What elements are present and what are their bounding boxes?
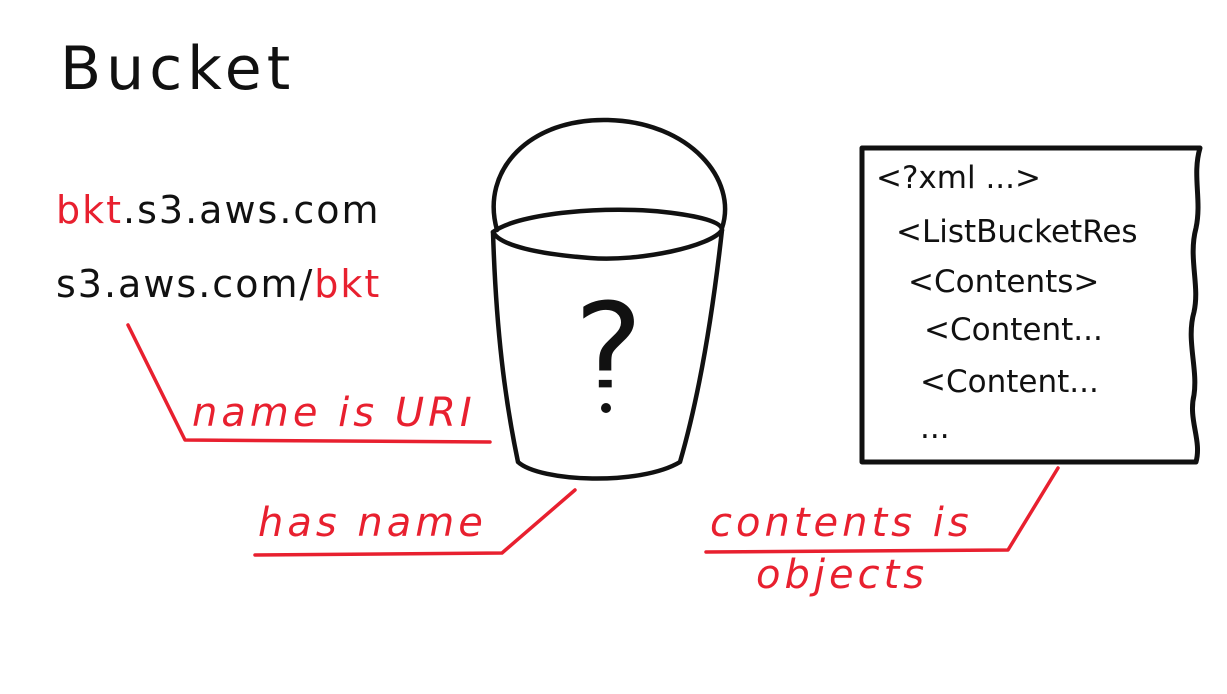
url-rest: s3.aws.com/ — [56, 262, 315, 306]
xml-line: <Content... — [920, 364, 1099, 400]
leader-name-is-uri — [126, 323, 492, 444]
bucket-name-highlight: bkt — [314, 262, 382, 306]
leader-has-name — [253, 488, 577, 557]
question-mark: ? — [574, 275, 643, 427]
xml-line: <ListBucketRes — [896, 214, 1138, 250]
url-rest: .s3.aws.com — [123, 188, 381, 232]
note-has-name: has name — [258, 500, 487, 546]
note-name-is-uri: name is URI — [192, 390, 476, 436]
bucket-name-highlight: bkt — [56, 188, 124, 232]
xml-line: <Content... — [924, 312, 1103, 348]
diagram-title: Bucket — [60, 34, 296, 104]
bucket-rim — [490, 207, 725, 261]
bucket-handle — [491, 117, 728, 233]
question-dot — [601, 403, 611, 413]
note-contents-line1: contents is — [710, 500, 973, 546]
url-path-style: s3.aws.com/bkt — [56, 262, 381, 306]
xml-line: <?xml ...> — [876, 160, 1041, 196]
url-virtual-host: bkt.s3.aws.com — [56, 188, 381, 232]
xml-line: <Contents> — [908, 264, 1100, 300]
note-contents-line2: objects — [756, 552, 929, 598]
xml-line: ... — [920, 410, 950, 446]
bucket-body — [490, 227, 725, 481]
leader-contents — [704, 466, 1060, 554]
xml-document-box — [859, 145, 1203, 465]
